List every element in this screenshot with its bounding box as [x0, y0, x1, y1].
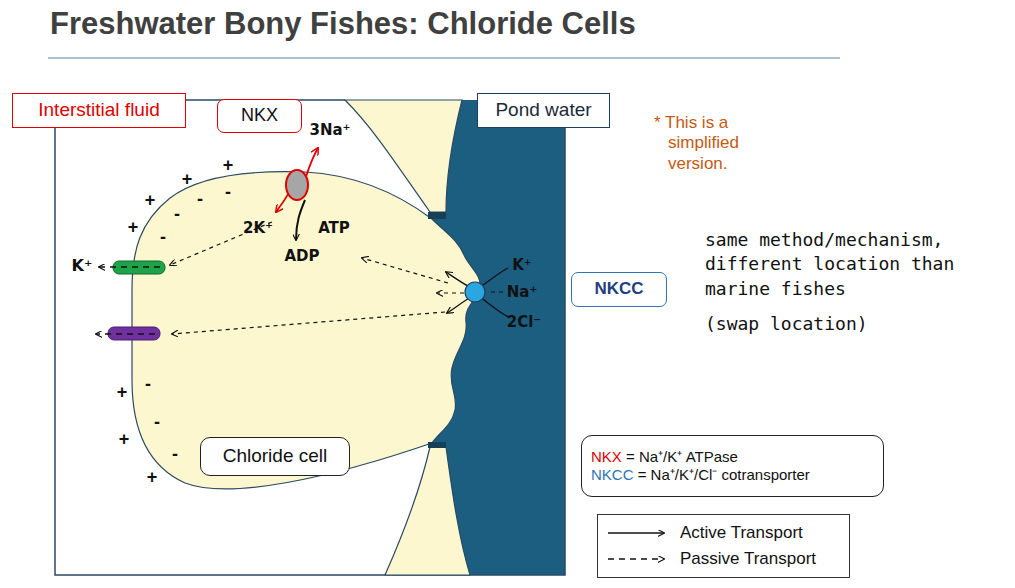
cotransporter-symbol — [465, 282, 485, 302]
legend-sample — [606, 525, 668, 541]
transport-legend: Active TransportPassive Transport — [597, 514, 850, 578]
ion-label: K⁺ — [512, 256, 532, 274]
passive-arrow — [362, 258, 448, 283]
ion-label: ADP — [284, 247, 319, 265]
ion-label: Na⁺ — [507, 283, 538, 301]
annotation-note: * This is a simplified version. — [654, 113, 779, 174]
node-text: Interstitial fluid — [38, 99, 159, 122]
node-text: NKX = Na⁺/K⁺ ATPase — [591, 448, 738, 466]
passive-arrow — [96, 333, 155, 335]
node-text: Chloride cell — [223, 445, 328, 468]
ion-label: - — [154, 412, 160, 434]
pump-label-box: NKX — [217, 99, 302, 133]
ion-label: - — [172, 444, 178, 466]
region-label-box: Pond water — [477, 93, 610, 128]
ion-label: - — [145, 374, 151, 396]
passive-arrow — [488, 291, 503, 292]
ion-label: + — [223, 155, 234, 177]
legend-text: Passive Transport — [680, 549, 816, 569]
abbreviation-box: NKX = Na⁺/K⁺ ATPaseNKCC = Na⁺/K⁺/Cl⁻ cot… — [581, 435, 884, 497]
transporter-label-box: NKCC — [571, 272, 667, 307]
ion-label: - — [197, 189, 203, 211]
node-text: NKCC — [594, 279, 643, 299]
ion-label: - — [225, 182, 231, 204]
ion-label: + — [128, 217, 139, 239]
ion-label: 3Na⁺ — [309, 121, 350, 139]
ion-label: - — [174, 204, 180, 226]
title-rule — [48, 58, 840, 59]
ion-label: + — [182, 169, 193, 191]
ion-label: + — [145, 190, 156, 212]
ion-label: - — [160, 227, 166, 249]
passive-arrow — [99, 266, 160, 268]
pump-symbol — [286, 170, 308, 200]
abbreviation: NKCC — [591, 466, 634, 483]
legend-sample — [606, 551, 668, 567]
tissue-frame — [55, 100, 565, 575]
ion-label: ATP — [318, 219, 350, 237]
legend-row: Passive Transport — [606, 546, 849, 572]
annotation-note: (swap location) — [705, 313, 990, 335]
legend-line — [608, 558, 664, 560]
ion-label: 2K⁺ — [243, 219, 273, 237]
tight-junction — [428, 212, 446, 219]
page-title: Freshwater Bony Fishes: Chloride Cells — [50, 6, 636, 42]
atp-arrow — [296, 200, 305, 240]
ion-label: 2Cl⁻ — [507, 313, 542, 331]
passive-arrow — [172, 312, 445, 334]
node-text: NKCC = Na⁺/K⁺/Cl⁻ cotransporter — [591, 466, 810, 484]
node-text: NKX — [241, 105, 278, 127]
neighbour-cell — [385, 447, 470, 575]
ion-label: + — [147, 467, 158, 489]
region-label-box: Interstitial fluid — [12, 93, 186, 128]
legend-row: Active Transport — [606, 520, 849, 546]
legend-line — [608, 532, 664, 534]
ion-label: K⁺ — [72, 256, 93, 275]
chloride-cell-body — [132, 172, 480, 489]
ion-label: + — [119, 429, 130, 451]
legend-text: Active Transport — [680, 523, 803, 543]
definition: = Na⁺/K⁺ ATPase — [622, 448, 738, 465]
passive-arrow — [437, 292, 464, 293]
annotation-note: same method/mechanism, different locatio… — [705, 228, 990, 301]
node-text: Pond water — [495, 99, 591, 122]
cell-label-box: Chloride cell — [200, 437, 350, 476]
abbreviation: NKX — [591, 448, 622, 465]
definition: = Na⁺/K⁺/Cl⁻ cotransporter — [634, 466, 810, 483]
tight-junction — [428, 442, 446, 448]
ion-label: + — [117, 382, 128, 404]
